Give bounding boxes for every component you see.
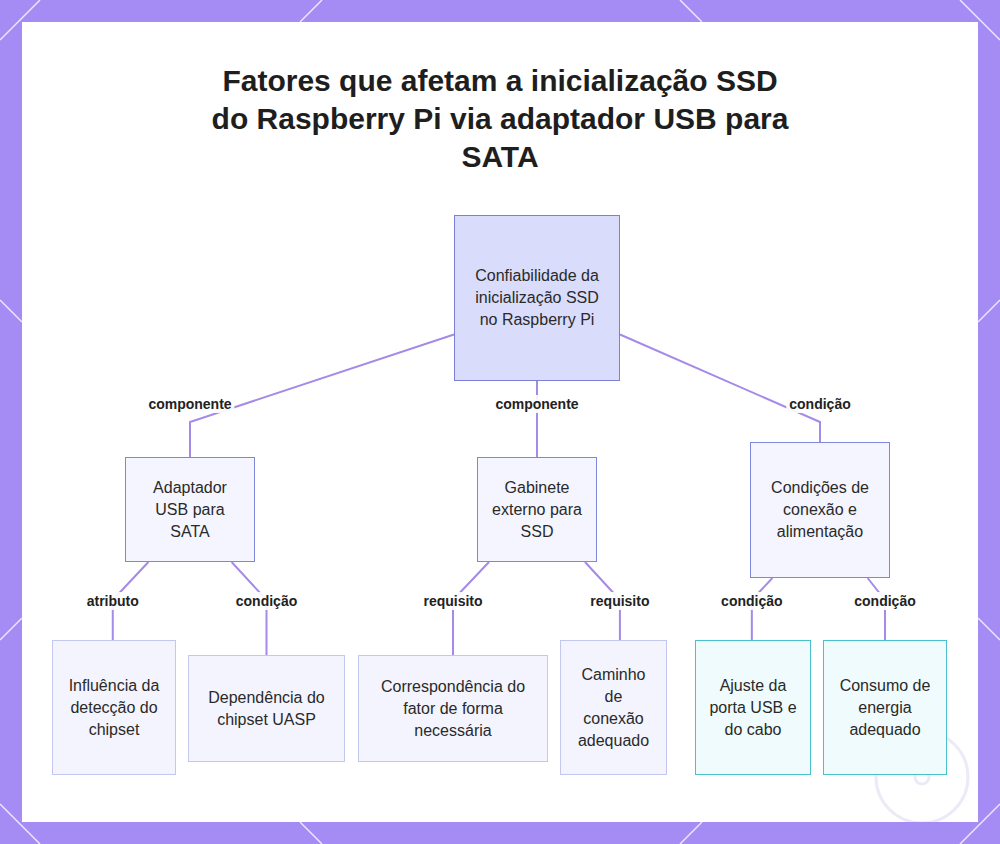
text-wrap: Correspondência do fator de forma necess… — [371, 676, 535, 742]
component-box: Gabinete externo para SSD — [477, 457, 597, 562]
text-wrap: Influência da detecção do chipset — [65, 675, 163, 741]
node-text: Condições de conexão e alimentação — [765, 477, 875, 543]
edge-label: condição — [786, 395, 853, 413]
leaf-box: Influência da detecção do chipset — [52, 640, 176, 775]
edge-label: componente — [492, 395, 581, 413]
text-wrap: Dependência do chipset UASP — [201, 687, 332, 731]
text-wrap: Consumo de energia adequado — [836, 675, 934, 741]
node-text: Consumo de energia adequado — [836, 675, 934, 741]
text-wrap: Caminho de conexão adequado — [573, 664, 654, 752]
diagram-title: Fatores que afetam a inicialização SSD d… — [200, 62, 800, 176]
node-text: Adaptador USB para SATA — [140, 477, 240, 543]
node-text: Caminho de conexão adequado — [573, 664, 654, 752]
node-text: Influência da detecção do chipset — [65, 675, 163, 741]
connector-line — [536, 381, 538, 457]
node-text: Correspondência do fator de forma necess… — [371, 676, 535, 742]
leaf-box: Correspondência do fator de forma necess… — [358, 655, 548, 762]
text-wrap: Confiabilidade da inicialização SSD no R… — [471, 265, 603, 331]
edge-label: condição — [233, 592, 300, 610]
edge-label: componente — [145, 395, 234, 413]
leaf-box: Consumo de energia adequado — [823, 640, 947, 775]
edge-label: requisito — [587, 592, 652, 610]
text-wrap: Adaptador USB para SATA — [140, 477, 240, 543]
node-text: Gabinete externo para SSD — [492, 477, 582, 543]
text-wrap: Ajuste da porta USB e do cabo — [708, 675, 798, 741]
node-text: Dependência do chipset UASP — [201, 687, 332, 731]
edge-label: atributo — [84, 592, 142, 610]
leaf-box: Caminho de conexão adequado — [560, 640, 667, 775]
root-box: Confiabilidade da inicialização SSD no R… — [454, 215, 620, 381]
component-box: Adaptador USB para SATA — [125, 457, 255, 562]
node-text: Ajuste da porta USB e do cabo — [708, 675, 798, 741]
text-wrap: Condições de conexão e alimentação — [765, 477, 875, 543]
node-text: Confiabilidade da inicialização SSD no R… — [471, 265, 603, 331]
edge-label: condição — [851, 592, 918, 610]
leaf-box: Ajuste da porta USB e do cabo — [695, 640, 811, 775]
leaf-box: Dependência do chipset UASP — [188, 655, 345, 762]
edge-label: requisito — [420, 592, 485, 610]
condition-box: Condições de conexão e alimentação — [750, 442, 890, 578]
text-wrap: Gabinete externo para SSD — [492, 477, 582, 543]
edge-label: condição — [718, 592, 785, 610]
connector-line — [620, 335, 820, 442]
